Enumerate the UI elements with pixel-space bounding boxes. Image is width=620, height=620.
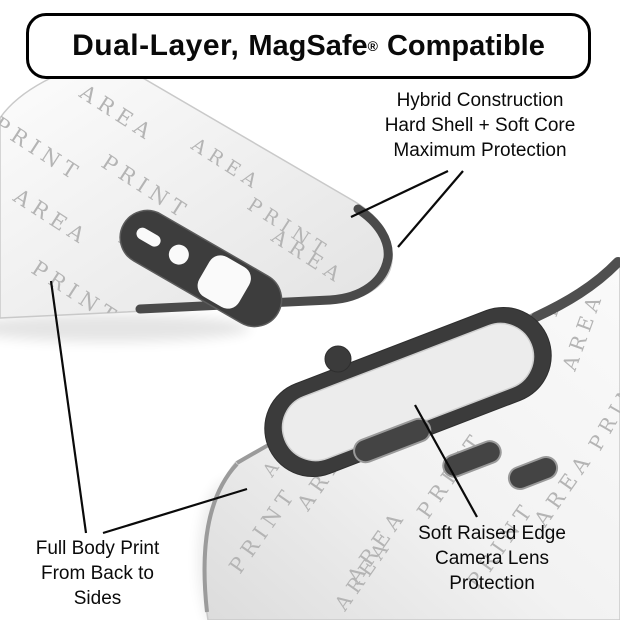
callout-hybrid-line1: Hybrid Construction <box>396 90 564 111</box>
case-shadow <box>0 314 250 342</box>
headline-compatible: Compatible <box>386 29 545 62</box>
side-button <box>442 440 502 478</box>
flash-hole-bottom <box>324 345 352 373</box>
callout-camera-line2: Camera Lens <box>434 548 550 570</box>
callout-hybrid: Hybrid Construction Hard Shell + Soft Co… <box>355 88 605 163</box>
callout-hybrid-line2: Hard Shell + Soft Core <box>384 115 576 137</box>
callout-full-body-line3: Sides <box>73 588 122 610</box>
case-bottom-left-rim <box>202 462 239 613</box>
callout-line-fullbody-2 <box>102 487 248 535</box>
callout-line-camera <box>414 404 478 518</box>
flash-hole <box>168 244 189 265</box>
power-button <box>507 455 559 491</box>
headline-banner: Dual-Layer, MagSafe ® Compatible <box>26 13 591 79</box>
camera-lens-hole <box>197 255 251 309</box>
case-bottom-top-rim-dark <box>531 257 620 322</box>
callout-camera-line1: Soft Raised Edge <box>418 523 566 544</box>
callout-camera-line3: Protection <box>449 573 535 595</box>
callout-line-hybrid-1 <box>350 170 449 218</box>
callout-camera: Soft Raised Edge Camera Lens Protection <box>392 521 592 596</box>
headline-dual-layer: Dual-Layer, <box>72 29 240 62</box>
callout-full-body-line2: From Back to <box>41 563 154 585</box>
callout-hybrid-line3: Maximum Protection <box>393 140 567 162</box>
callout-line-hybrid-2 <box>397 170 464 248</box>
registered-mark: ® <box>367 38 378 54</box>
callout-full-body: Full Body Print From Back to Sides <box>10 536 185 611</box>
volume-button <box>353 417 432 464</box>
case-top-rim <box>135 204 393 314</box>
callout-full-body-line1: Full Body Print <box>35 538 160 559</box>
headline-magsafe: MagSafe <box>248 29 368 62</box>
speaker-slot-hole <box>136 227 161 247</box>
callout-line-fullbody-1 <box>49 280 88 534</box>
